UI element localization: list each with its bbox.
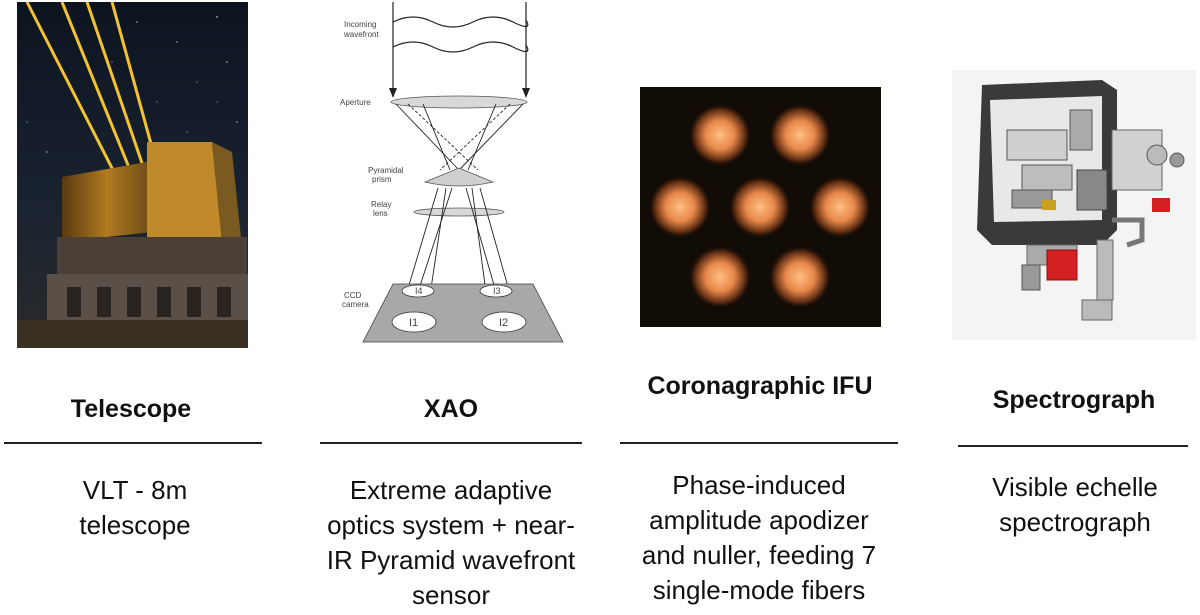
panel-title-spectrograph: Spectrograph <box>992 386 1156 414</box>
telescope-photo <box>17 1 248 348</box>
camera-label: camera <box>342 300 369 309</box>
wavefront-label: wavefront <box>343 30 379 39</box>
i1-label: I1 <box>409 317 418 329</box>
divider-xao <box>320 442 582 444</box>
divider-spectrograph <box>958 445 1188 447</box>
spectrograph-cad-render-icon <box>952 70 1196 340</box>
ccd-label: CCD <box>344 291 362 300</box>
lens-label: lens <box>373 209 388 218</box>
incoming-label: Incoming <box>344 20 376 29</box>
panel-title-telescope: Telescope <box>70 395 192 423</box>
xao-diagram: Incoming wavefront Aperture Pyramidal pr… <box>338 2 570 344</box>
spectrograph-render <box>952 70 1196 340</box>
panel-description-telescope: VLT - 8m telescope <box>79 475 191 540</box>
psf-image <box>640 87 881 327</box>
seven-spot-psf-icon <box>640 87 881 327</box>
i3-label: I3 <box>493 286 501 296</box>
panel-description-spectrograph: Visible echelle spectrograph <box>992 472 1158 537</box>
panel-title-coronagraphic-ifu: Coronagraphic IFU <box>647 372 873 400</box>
pyramid-wavefront-sensor-diagram-icon: Incoming wavefront Aperture Pyramidal pr… <box>340 2 564 343</box>
pyramidal-label: Pyramidal <box>368 166 404 175</box>
divider-telescope <box>4 442 262 444</box>
divider-coronagraphic-ifu <box>620 442 898 444</box>
i2-label: I2 <box>499 317 508 329</box>
telescope-photo-icon <box>17 1 248 348</box>
i4-label: I4 <box>415 286 423 296</box>
panel-description-xao: Extreme adaptive optics system + near-IR… <box>326 475 576 610</box>
aperture-label: Aperture <box>340 98 371 107</box>
prism-label: prism <box>372 175 392 184</box>
panel-description-coronagraphic-ifu: Phase-induced amplitude apodizer and nul… <box>641 470 877 605</box>
relay-label: Relay <box>371 200 391 209</box>
panel-title-xao: XAO <box>423 395 479 423</box>
